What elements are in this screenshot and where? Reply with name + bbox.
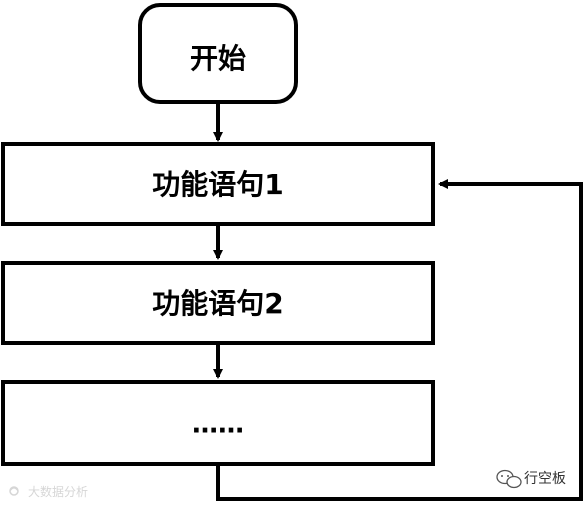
step-node-3: …… [1,380,435,466]
watermark-bottom-right: 行空板 [496,469,566,489]
start-node: 开始 [138,3,298,104]
step-node-1: 功能语句1 [1,142,435,226]
step-label-3: …… [192,410,244,440]
start-label: 开始 [190,42,246,75]
wechat-icon [496,469,522,489]
step-label-2: 功能语句2 [152,287,283,320]
step-node-2: 功能语句2 [1,261,435,345]
brand-logo-icon [9,486,19,496]
watermark-bottom-left: 大数据分析 [9,484,88,499]
watermark-bottom-left-text: 大数据分析 [28,484,88,499]
watermark-bottom-right-text: 行空板 [524,471,566,487]
step-label-1: 功能语句1 [152,168,283,201]
loop-back-arrow [216,179,583,501]
